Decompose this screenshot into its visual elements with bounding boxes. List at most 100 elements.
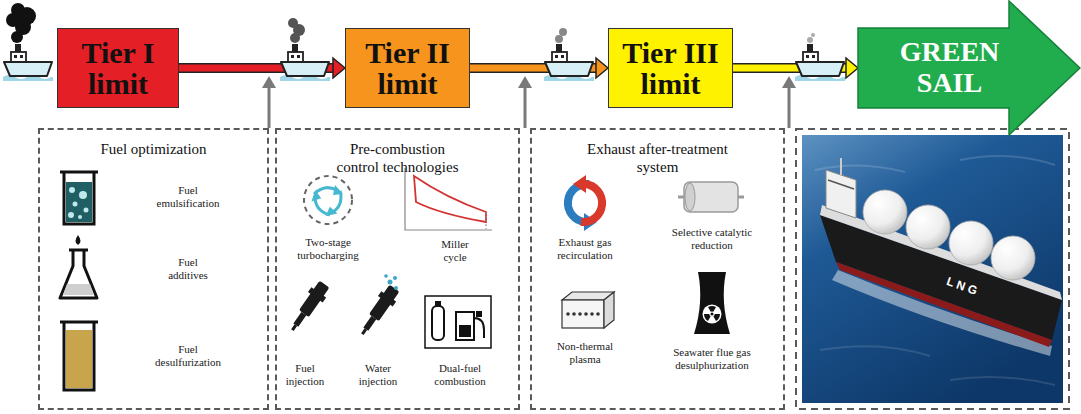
reactor-body	[684, 182, 738, 212]
goal-title: GREEN SAIL	[892, 37, 1007, 99]
lng-tank	[863, 190, 907, 234]
smoke	[555, 28, 567, 43]
smoke-puff	[555, 35, 563, 43]
fuel-injector-icon	[285, 279, 332, 335]
dual-fuel-icon	[425, 296, 491, 348]
sea	[802, 135, 1063, 403]
device-dot	[572, 312, 576, 316]
device-dot	[584, 312, 588, 316]
flask-liquid	[63, 284, 94, 295]
ship-icon	[3, 44, 53, 81]
goal-arrow: GREEN SAIL	[858, 0, 1081, 136]
technology-label: Dual-fuel combustion	[430, 362, 490, 388]
bubble	[73, 202, 78, 207]
hull-lettering: L N G	[945, 274, 980, 298]
technology-label: Fuel emulsification	[151, 184, 225, 210]
deck	[820, 205, 1062, 300]
technology-label: Two-stage turbocharging	[293, 236, 363, 262]
smoke	[6, 3, 36, 43]
ship-icon	[544, 44, 594, 81]
symbol-disc	[703, 305, 722, 324]
lng-tank	[991, 236, 1035, 280]
turbo-head	[308, 190, 322, 204]
arrow-head	[596, 58, 608, 78]
injector-body	[299, 281, 329, 317]
injector-stem	[363, 316, 376, 331]
group-heading: Fuel optimization	[40, 140, 267, 158]
tower	[694, 272, 730, 334]
additives-icon	[60, 235, 97, 298]
arrow-head	[846, 58, 858, 78]
turbocharging-icon	[304, 176, 352, 224]
flask-rim	[69, 249, 88, 252]
scr-icon	[678, 182, 744, 212]
smoke-puff	[11, 3, 25, 17]
plasma-icon	[562, 292, 614, 328]
device-dot	[590, 312, 594, 316]
smoke-puff	[811, 33, 815, 37]
symbol-ring	[709, 311, 714, 316]
emulsification-icon	[60, 172, 98, 224]
desulfurization-icon	[60, 322, 98, 390]
tier-box: Tier I limit	[57, 28, 179, 108]
pump-panel	[459, 325, 471, 337]
device-front	[562, 300, 604, 328]
technology-label: Fuel desulfurization	[151, 343, 225, 369]
beaker-outline	[60, 322, 98, 390]
chart-guide	[486, 212, 487, 229]
bubble	[68, 212, 74, 218]
injector-collar	[378, 291, 396, 306]
tier-box: Tier II limit	[345, 28, 470, 108]
turbo-arrow	[314, 185, 343, 195]
lng-tank	[949, 221, 993, 265]
smoke-puff	[807, 37, 813, 43]
water-drop	[394, 286, 398, 290]
bridge-windows	[828, 180, 854, 189]
red-head	[573, 175, 586, 193]
lng-carrier-photo	[796, 129, 1069, 409]
enable-arrow-shaft	[788, 86, 791, 128]
cylinder-valve	[435, 301, 441, 306]
arrow-head	[333, 58, 345, 78]
injector-collar	[308, 287, 326, 302]
wave	[820, 346, 930, 356]
superstructure	[826, 170, 856, 218]
device-dot	[566, 312, 570, 316]
ship-icon	[795, 44, 845, 81]
technology-label: Seawater flue gas desulphurization	[669, 346, 755, 372]
injector-tip	[291, 324, 297, 331]
reactor-pipe	[738, 196, 744, 199]
technology-label: Fuel injection	[281, 362, 329, 388]
ship-icon	[280, 44, 330, 81]
device-side	[604, 292, 614, 328]
enable-arrow-head	[518, 76, 532, 88]
bubble	[69, 187, 75, 193]
enable-arrow-shaft	[268, 86, 271, 128]
miller-cycle-chart	[405, 168, 492, 230]
pump-hose	[474, 318, 484, 338]
technology-label: Fuel additives	[163, 256, 213, 282]
symbol-center	[711, 313, 714, 316]
water-drop	[393, 276, 397, 280]
chart-axes	[405, 168, 492, 230]
reactor-end	[685, 183, 695, 211]
photo-frame	[796, 129, 1069, 409]
injector-stem	[293, 312, 306, 327]
bubble	[78, 215, 82, 219]
bubble	[84, 208, 89, 213]
technology-label: Exhaust gas recirculation	[553, 236, 617, 262]
beaker-liquid	[66, 182, 92, 222]
fgd-tower-icon	[694, 272, 730, 334]
device-dot	[596, 312, 600, 316]
technology-label: Non-thermal plasma	[553, 340, 617, 366]
smoke-puff	[288, 18, 298, 28]
technology-label: Selective catalytic reduction	[668, 226, 756, 252]
smoke	[807, 33, 815, 43]
turbo-arrow	[308, 190, 331, 220]
egr-icon	[568, 175, 602, 231]
beaker-liquid	[66, 330, 92, 388]
injector-tip	[361, 328, 367, 335]
tier-title: Tier III limit	[613, 37, 728, 100]
enable-arrow-shaft	[524, 86, 527, 128]
